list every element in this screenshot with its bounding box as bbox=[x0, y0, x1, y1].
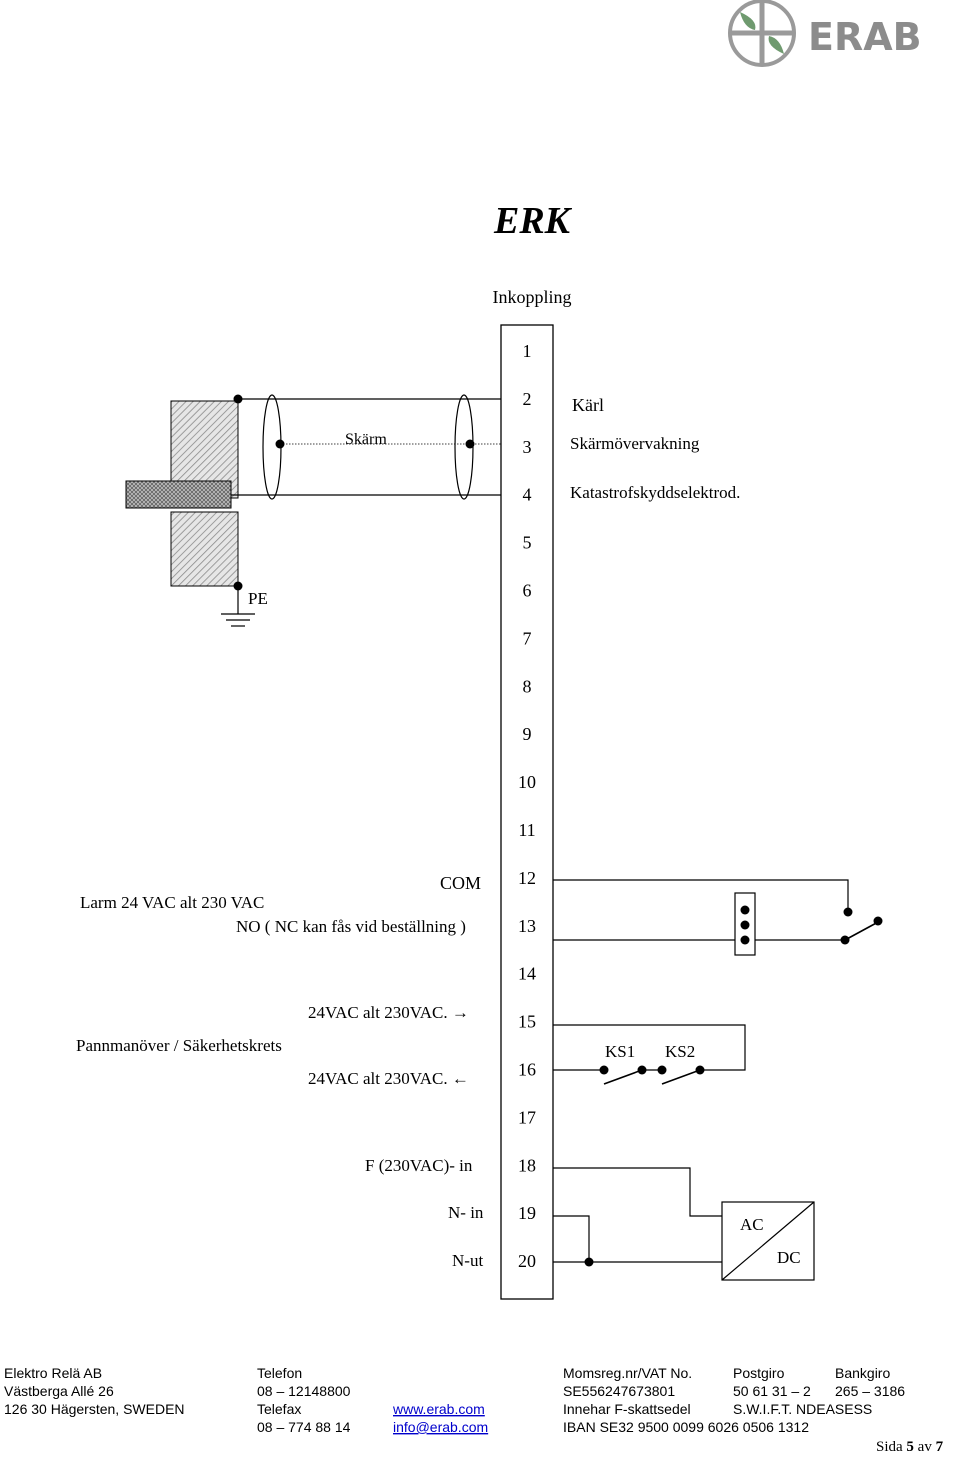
n-in-label: N- in bbox=[448, 1203, 484, 1222]
cable-shield-left bbox=[262, 394, 282, 500]
footer-text: 265 – 3186 bbox=[835, 1383, 905, 1399]
footer-text: Innehar F-skattsedel bbox=[563, 1401, 691, 1417]
terminal-number: 11 bbox=[518, 820, 535, 840]
footer-text: Telefon bbox=[257, 1365, 302, 1381]
footer-text: 08 – 774 88 14 bbox=[257, 1419, 351, 1435]
junction-dot bbox=[233, 394, 243, 404]
junction-dot bbox=[275, 439, 285, 449]
electrode-section: Skärm PE Kärl Skärmövervakning Katastrof… bbox=[125, 394, 740, 627]
erab-logo: ERAB bbox=[728, 0, 922, 67]
pann-label: Pannmanöver / Säkerhetskrets bbox=[76, 1036, 282, 1055]
com-label: COM bbox=[440, 873, 481, 893]
footer-text: 126 30 Hägersten, SWEDEN bbox=[4, 1401, 185, 1417]
footer-vat: Momsreg.nr/VAT No. SE556247673801Innehar … bbox=[563, 1365, 809, 1435]
email-link[interactable]: info@erab.com bbox=[393, 1419, 488, 1435]
footer-text: Momsreg.nr/VAT No. bbox=[563, 1365, 692, 1381]
terminal-number: 3 bbox=[523, 437, 532, 457]
cable-shield-right bbox=[454, 394, 474, 500]
footer-postgiro: Postgiro 50 61 31 – 2 S.W.I.F.T. NDEASESS bbox=[733, 1365, 872, 1417]
terminal-number: 4 bbox=[523, 485, 532, 505]
footer-text: S.W.I.F.T. NDEASESS bbox=[733, 1401, 872, 1417]
ks2-switch-icon bbox=[657, 1065, 705, 1085]
terminal-number: 19 bbox=[518, 1203, 536, 1223]
karl-label: Kärl bbox=[572, 395, 604, 415]
skarm-label: Skärm bbox=[345, 431, 387, 448]
terminal-number: 8 bbox=[523, 676, 532, 696]
electrode-rod bbox=[125, 480, 232, 509]
terminal-number: 10 bbox=[518, 772, 536, 792]
terminal-number: 12 bbox=[518, 868, 536, 888]
footer-text: Västberga Allé 26 bbox=[4, 1383, 114, 1399]
footer-text: Elektro Relä AB bbox=[4, 1365, 102, 1381]
footer-text: Telefax bbox=[257, 1401, 301, 1417]
footer: Elektro Relä AB Västberga Allé 26 126 30 H… bbox=[4, 1365, 944, 1455]
power-supply-section: F (230VAC)- in N- in N-ut AC DC bbox=[365, 1156, 815, 1281]
footer-bankgiro: Bankgiro 265 – 3186 bbox=[835, 1365, 905, 1399]
skarmovervakning-label: Skärmövervakning bbox=[570, 434, 700, 453]
terminal-number: 9 bbox=[523, 724, 532, 744]
terminal-number: 1 bbox=[523, 341, 532, 361]
ks2-label: KS2 bbox=[665, 1042, 695, 1061]
footer-web-contact: www.erab.com info@erab.com bbox=[392, 1401, 488, 1435]
vac-in-label: 24VAC alt 230VAC. → bbox=[308, 1003, 469, 1022]
ground-icon bbox=[221, 613, 255, 627]
terminal-number: 16 bbox=[518, 1060, 536, 1080]
katastrof-label: Katastrofskyddselektrod. bbox=[570, 483, 740, 502]
page-number: Sida 5 av 7 bbox=[876, 1439, 944, 1453]
terminal-number: 18 bbox=[518, 1155, 536, 1175]
footer-text: Bankgiro bbox=[835, 1365, 890, 1381]
terminal-number: 14 bbox=[518, 964, 536, 984]
n-ut-label: N-ut bbox=[452, 1251, 483, 1270]
dc-label: DC bbox=[777, 1248, 801, 1267]
larm-label: Larm 24 VAC alt 230 VAC bbox=[80, 893, 264, 912]
alarm-relay-section: COM Larm 24 VAC alt 230 VAC NO ( NC kan … bbox=[80, 873, 883, 956]
ks1-label: KS1 bbox=[605, 1042, 635, 1061]
terminal-number: 2 bbox=[523, 389, 532, 409]
footer-text: SE556247673801 bbox=[563, 1383, 675, 1399]
vessel-wall-lower bbox=[170, 511, 239, 587]
vac-out-label: 24VAC alt 230VAC. ← bbox=[308, 1069, 469, 1088]
terminal-number: 5 bbox=[523, 533, 532, 553]
terminal-block bbox=[500, 324, 554, 1300]
footer-text: Postgiro bbox=[733, 1365, 785, 1381]
footer-text: 08 – 12148800 bbox=[257, 1383, 351, 1399]
pe-label: PE bbox=[248, 589, 268, 608]
safety-circuit-section: 24VAC alt 230VAC. → Pannmanöver / Säkerh… bbox=[76, 1003, 746, 1088]
terminal-number: 6 bbox=[523, 581, 532, 601]
terminal-number: 20 bbox=[518, 1251, 536, 1271]
footer-company-address: Elektro Relä AB Västberga Allé 26 126 30 H… bbox=[4, 1365, 185, 1417]
website-link[interactable]: www.erab.com bbox=[392, 1401, 485, 1417]
terminal-number: 7 bbox=[523, 628, 532, 648]
page-title: ERK bbox=[493, 200, 573, 242]
terminal-number: 13 bbox=[518, 916, 536, 936]
ac-label: AC bbox=[740, 1215, 764, 1234]
f-in-label: F (230VAC)- in bbox=[365, 1156, 473, 1175]
junction-dot bbox=[233, 581, 243, 591]
relay-switch-icon bbox=[840, 907, 883, 945]
footer-text: 50 61 31 – 2 bbox=[733, 1383, 811, 1399]
logo-text: ERAB bbox=[808, 15, 922, 59]
terminal-number: 15 bbox=[518, 1012, 536, 1032]
page-subtitle: Inkoppling bbox=[493, 287, 572, 307]
footer-text: IBAN SE32 9500 0099 6026 0506 1312 bbox=[563, 1419, 809, 1435]
ks1-switch-icon bbox=[599, 1065, 647, 1085]
no-label: NO ( NC kan fås vid beställning ) bbox=[236, 917, 466, 936]
junction-dot bbox=[465, 439, 475, 449]
ac-dc-converter: AC DC bbox=[721, 1201, 815, 1281]
terminal-number: 17 bbox=[518, 1107, 536, 1127]
